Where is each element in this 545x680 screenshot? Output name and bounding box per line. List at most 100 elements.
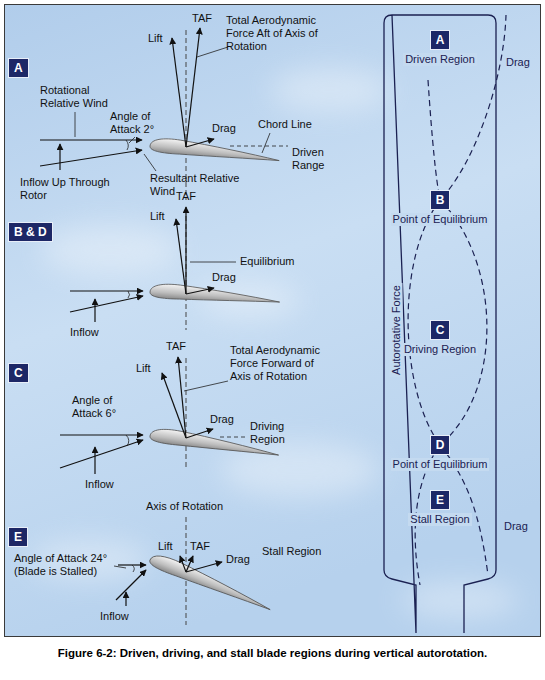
path-part <box>220 437 246 438</box>
sky-panel <box>5 5 541 637</box>
figure-label: Drag <box>210 413 234 426</box>
figure-label: Axis of Rotation <box>146 500 223 513</box>
figure-label: Total Aerodynamic Force Aft of Axis of R… <box>226 14 326 53</box>
figure-label: TAF <box>192 12 212 25</box>
path-part <box>262 133 270 153</box>
figure-label: Angle of Attack 24° (Blade is Stalled) <box>14 552 114 578</box>
figure-label: Inflow <box>70 326 99 339</box>
figure-label: Driven Range <box>292 146 340 172</box>
blade-region-marker: ADriven Region <box>390 30 490 66</box>
region-letter: D <box>430 435 450 455</box>
vectors-c <box>60 357 213 474</box>
use-part <box>150 283 281 307</box>
figure-caption: Figure 6-2: Driven, driving, and stall b… <box>0 646 545 660</box>
path-part <box>114 566 126 568</box>
path-part <box>70 290 143 291</box>
figure-label: Inflow <box>85 478 114 491</box>
blade-region-marker: E Stall Region <box>390 490 490 526</box>
figure-label: Equilibrium <box>240 255 294 268</box>
path-part <box>126 435 129 446</box>
path-part <box>94 447 95 474</box>
blade-outline-path <box>384 15 496 633</box>
figure-label: Inflow <box>100 610 129 623</box>
vectors-a <box>40 28 214 170</box>
panel-letter-box: E <box>8 527 28 547</box>
leaders-e <box>114 565 134 572</box>
force-axis-label: Autorotative Force <box>390 283 403 377</box>
blade-region-marker: CDriving Region <box>390 320 490 356</box>
path-part <box>186 562 222 572</box>
path-part <box>60 434 143 435</box>
path-part <box>190 262 236 263</box>
figure-label: Inflow Up Through Rotor <box>20 176 110 202</box>
leaders-bd <box>128 262 236 298</box>
path-part <box>172 38 186 147</box>
figure-label: Stall Region <box>262 545 321 558</box>
panel-letter: A <box>14 61 23 75</box>
region-letter: E <box>430 490 450 510</box>
axis-of-rotation <box>186 30 187 625</box>
figure-label: Chord Line <box>258 118 312 131</box>
path-part <box>75 112 76 137</box>
path-part <box>186 28 200 147</box>
path-part <box>178 357 186 438</box>
path-part <box>94 299 95 322</box>
path-part <box>126 140 128 150</box>
path-part <box>116 570 146 600</box>
rotor-blade: Autorotative Force ADriven RegionB Point o… <box>384 15 496 585</box>
vectors-bd <box>70 207 214 322</box>
region-letter: B <box>430 190 450 210</box>
ellipse-part <box>40 225 180 275</box>
path-part <box>186 288 214 294</box>
figure-label: Lift <box>158 540 173 553</box>
path-part <box>186 556 193 572</box>
figure-label: Total Aerodynamic Force Forward of Axis … <box>230 344 335 383</box>
region-name: Point of Equilibrium <box>391 458 490 471</box>
airfoil-bd <box>150 283 281 307</box>
path-part <box>128 291 130 298</box>
airfoil-a <box>149 137 280 165</box>
figure-label: Drag <box>212 271 236 284</box>
region-name: Stall Region <box>408 513 471 526</box>
figure-label: Lift <box>148 32 163 45</box>
path-part <box>132 565 134 572</box>
use-part <box>148 551 274 613</box>
figure-label: Angle of Attack 2° <box>110 110 172 136</box>
vectors-e <box>116 556 222 606</box>
figure-label: TAF <box>166 340 186 353</box>
figure-label: Lift <box>150 210 165 223</box>
panel-letter: E <box>14 530 22 544</box>
path-part <box>59 144 60 170</box>
path-part <box>144 154 156 171</box>
blade-region-marker: B Point of Equilibrium <box>390 190 490 226</box>
path-part <box>40 150 142 166</box>
path-part <box>70 296 143 312</box>
region-letter: C <box>430 320 450 340</box>
figure-label: Drag <box>504 520 528 533</box>
figure-label: Drag <box>226 553 250 566</box>
path-part <box>186 429 213 438</box>
path-part <box>176 219 186 294</box>
path-part <box>230 146 288 147</box>
figure-label: TAF <box>190 540 210 553</box>
airfoil-e <box>148 551 274 613</box>
region-name: Point of Equilibrium <box>391 213 490 226</box>
panel-letter-box: B & D <box>8 222 53 242</box>
figure-label: Drag <box>212 122 236 135</box>
leaders-c <box>126 381 246 446</box>
path-part <box>60 440 143 468</box>
panel-letter: C <box>14 366 23 380</box>
figure-label: TAF <box>176 190 196 203</box>
force-curves <box>408 15 506 585</box>
path-part <box>184 381 228 391</box>
path-part <box>197 47 228 57</box>
figure-label: Drag <box>506 56 530 69</box>
panel-letter: B & D <box>14 225 47 239</box>
clouds <box>30 68 520 618</box>
path-part <box>186 358 187 470</box>
ellipse-part <box>270 68 390 112</box>
figure-label: Lift <box>136 362 151 375</box>
path-part <box>186 208 187 330</box>
use-part <box>149 137 280 165</box>
